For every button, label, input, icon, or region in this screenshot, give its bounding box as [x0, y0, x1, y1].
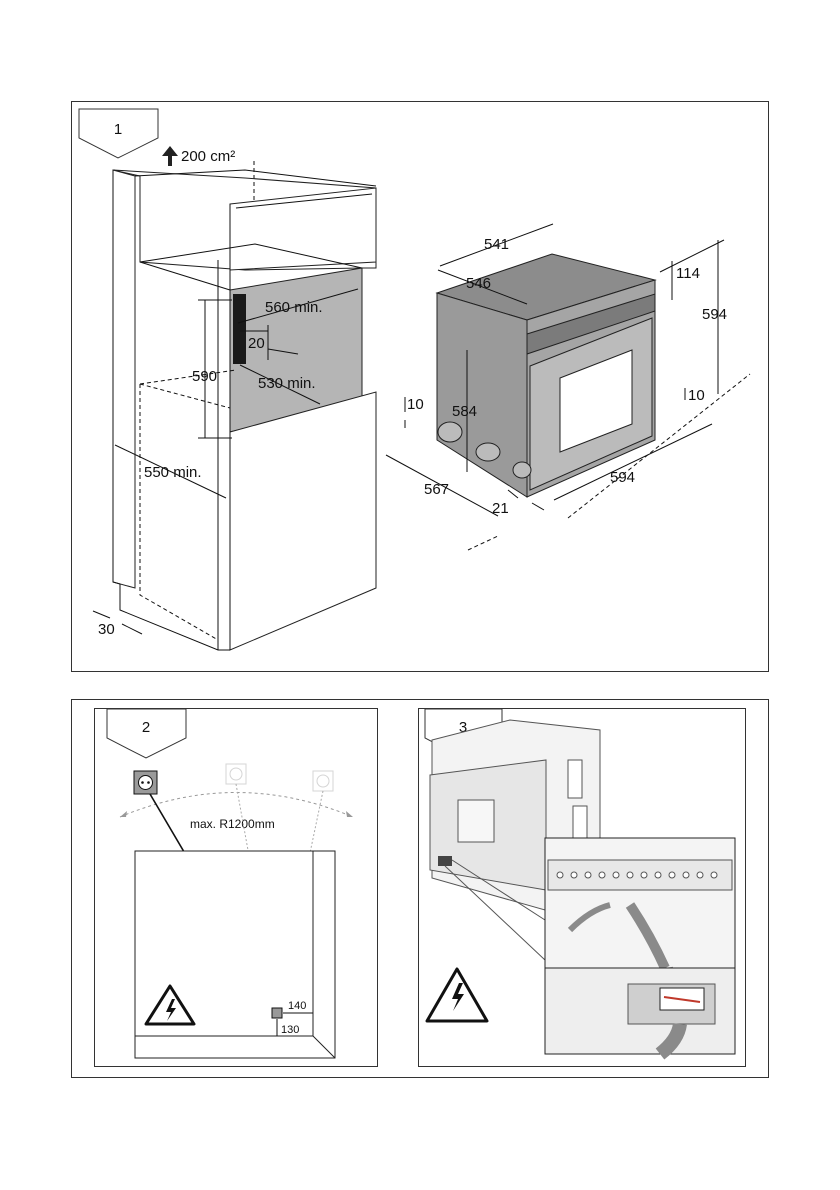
socket-icon	[133, 770, 158, 795]
arrow-up-icon	[162, 146, 178, 166]
high-voltage-warning-icon	[144, 984, 196, 1026]
dim-130: 130	[281, 1024, 299, 1036]
high-voltage-warning-icon-2	[425, 967, 489, 1023]
cabinet-illustration	[112, 169, 377, 651]
oven-back-illustration	[429, 719, 601, 961]
step-number-2: 2	[142, 719, 150, 736]
cable-clamp-illustration	[627, 983, 716, 1060]
dim-10-left: 10	[407, 396, 424, 413]
socket-icon-faded-2	[312, 770, 334, 792]
dim-20: 20	[248, 335, 265, 352]
dim-560-min: 560 min.	[265, 299, 323, 316]
dim-541: 541	[484, 236, 509, 253]
radius-label: max. R1200mm	[190, 817, 275, 831]
dim-550-min: 550 min.	[144, 464, 202, 481]
dim-590: 590	[192, 368, 217, 385]
dim-594-height: 594	[702, 306, 727, 323]
dim-21: 21	[492, 500, 509, 517]
oven-illustration	[435, 253, 657, 498]
dim-140: 140	[288, 1000, 306, 1012]
step-badge-1: 1	[78, 108, 159, 159]
dim-30: 30	[98, 621, 115, 638]
dim-114: 114	[676, 265, 700, 282]
dim-594-width: 594	[610, 469, 635, 486]
dim-10-right: 10	[688, 387, 705, 404]
dim-546: 546	[466, 275, 491, 292]
step-badge-2: 2	[106, 708, 187, 759]
vent-area-label: 200 cm²	[181, 148, 235, 165]
socket-icon-faded-1	[225, 763, 247, 785]
dim-567: 567	[424, 481, 449, 498]
dim-584: 584	[452, 403, 477, 420]
step-number-1: 1	[114, 121, 122, 138]
dim-530-min: 530 min.	[258, 375, 316, 392]
step-number-3: 3	[459, 719, 467, 736]
